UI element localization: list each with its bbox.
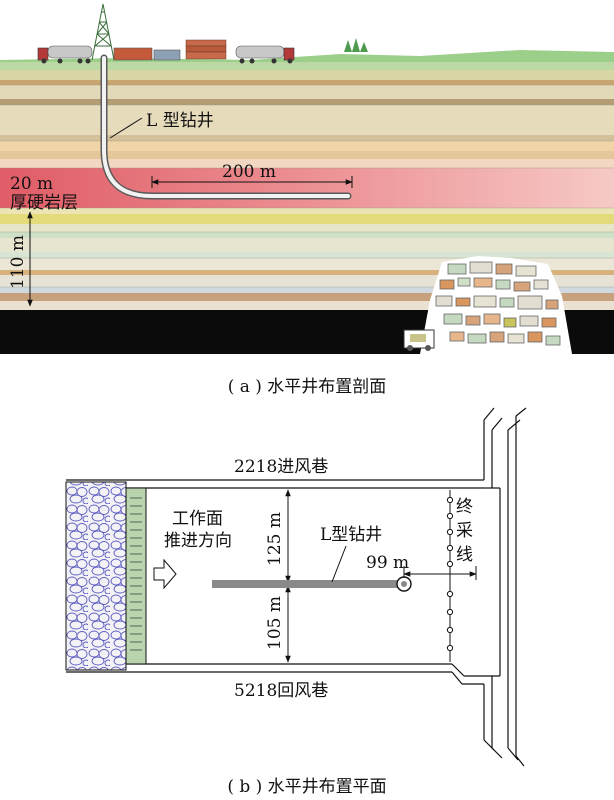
layer-thickness-label: 20 m xyxy=(10,174,53,194)
section-view: L 型钻井 200 m 20 m 厚硬岩层 110 m xyxy=(0,3,614,354)
ground-surface xyxy=(0,50,614,64)
depth-label: 110 m xyxy=(8,235,28,289)
drilling-derrick-icon xyxy=(91,3,115,61)
face-advance-label-line2: 推进方向 xyxy=(164,531,232,551)
bottom-distance-label: 105 m xyxy=(265,596,285,650)
face-advance-label-line1: 工作面 xyxy=(172,509,223,529)
surface-equipment xyxy=(37,3,368,64)
return-roadway-label: 5218回风巷 xyxy=(234,681,328,701)
caved-zone xyxy=(403,256,572,354)
tanker-truck-icon xyxy=(37,45,93,64)
horizontal-well xyxy=(212,580,402,588)
stop-line-char-2: 采 xyxy=(456,521,473,541)
plan-well-leader-line xyxy=(331,545,347,583)
hard-rock-layer xyxy=(0,168,614,208)
support-ticks xyxy=(130,497,142,651)
horizontal-length-label: 200 m xyxy=(222,162,276,182)
tree-icon xyxy=(344,38,368,52)
pipe-stack-icon xyxy=(185,39,227,60)
shearer-icon xyxy=(403,329,435,351)
stop-line-char-1: 终 xyxy=(456,497,473,517)
support-zone xyxy=(125,487,147,665)
intake-roadway-label: 2218进风巷 xyxy=(234,457,328,477)
advance-direction-arrow-icon xyxy=(153,558,177,590)
tanker-truck-icon xyxy=(235,45,295,64)
stop-line-nodes xyxy=(446,496,454,652)
caption-b: ( b ) 水平井布置平面 xyxy=(227,777,387,797)
plan-well-label: L型钻井 xyxy=(320,525,382,545)
goaf-area xyxy=(65,481,127,671)
well-leader-line xyxy=(109,117,143,139)
stop-line-char-3: 线 xyxy=(456,545,473,565)
plan-view: 2218进风巷 5218回风巷 工作面 推进方向 125 m 105 m L型钻… xyxy=(65,407,527,767)
top-distance-label: 125 m xyxy=(265,512,285,566)
well-label: L 型钻井 xyxy=(146,111,214,131)
layer-name-label: 厚硬岩层 xyxy=(10,193,78,213)
stop-distance-label: 99 m xyxy=(366,553,409,573)
caption-a: ( a ) 水平井布置剖面 xyxy=(227,377,387,397)
